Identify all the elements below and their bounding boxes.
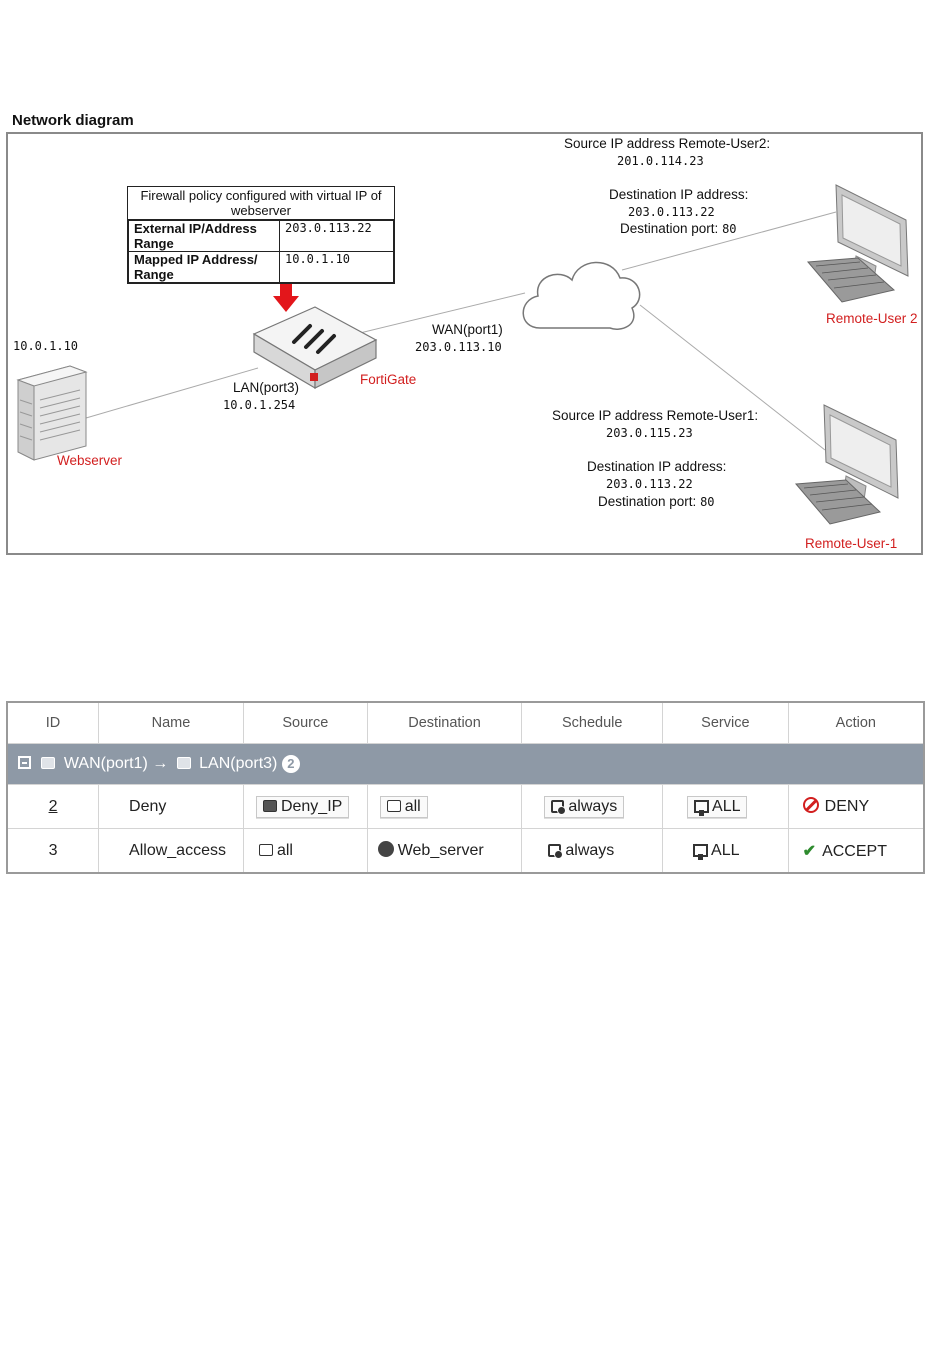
remote-user2-name: Remote-User 2 [826,311,918,326]
lan-ip: 10.0.1.254 [223,398,296,412]
column-header-id[interactable]: ID [7,702,100,744]
schedule-object-label[interactable]: always [565,841,615,859]
network-diagram-lines [16,184,909,525]
schedule-clock-icon [548,843,564,859]
vip-external-label: External IP/Address Range [128,220,280,252]
address-group-icon [262,799,277,812]
table-row[interactable]: 2 Deny Deny_IP all always ALL [7,784,924,829]
service-icon [694,799,710,816]
address-icon [386,799,401,812]
group-count-badge: 2 [281,755,300,773]
column-header-name[interactable]: Name [98,702,244,744]
wan-port-label: WAN(port1) [432,322,503,337]
vip-box-title: Firewall policy configured with virtual … [128,187,394,220]
column-header-action[interactable]: Action [788,702,924,744]
link-webserver-fortigate [85,367,259,419]
schedule-object-chip[interactable]: always [544,795,625,818]
remote-user1-port-label: Destination port: [598,494,697,509]
group-to-interface: LAN(port3) [199,755,278,772]
link-fortigate-cloud [359,292,526,334]
source-object-label[interactable]: all [276,841,293,859]
remote-user2-port: 80 [722,222,737,236]
column-header-schedule[interactable]: Schedule [521,702,664,744]
collapse-icon[interactable] [18,756,31,769]
service-object-label: ALL [712,797,741,815]
remote-user2-destination-ip: 203.0.113.22 [628,205,715,219]
destination-object-chip[interactable]: all [379,795,428,818]
action-label: DENY [824,798,870,815]
remote-user1-source-ip: 203.0.115.23 [606,426,693,440]
schedule-object-label: always [568,797,618,815]
address-icon [258,843,273,856]
vip-external-value: 203.0.113.22 [279,220,394,252]
accept-check-icon: ✔ [802,842,817,860]
diagram-heading: Network diagram [12,112,134,129]
policy-name: Deny [98,784,244,829]
remote-user2-source-ip: 201.0.114.23 [617,154,704,168]
remote-user1-port: 80 [700,495,715,509]
source-object-chip[interactable]: Deny_IP [255,795,350,818]
wan-ip: 203.0.113.10 [415,340,502,354]
table-header-row: ID Name Source Destination Schedule Serv… [7,702,924,744]
source-object-label: Deny_IP [280,797,343,815]
service-object-chip[interactable]: ALL [687,795,748,818]
network-diagram-frame [6,132,923,555]
destination-object-label: all [404,797,421,815]
webserver-ip: 10.0.1.10 [13,339,79,353]
column-header-source[interactable]: Source [243,702,368,744]
vip-mapped-value: 10.0.1.10 [279,251,394,283]
schedule-clock-icon [551,799,567,815]
table-row[interactable]: 3 Allow_access all Web_server always ALL… [7,828,924,873]
virtual-ip-icon [377,841,394,857]
remote-user2-destination-label: Destination IP address: [609,187,749,202]
virtual-ip-policy-box: Firewall policy configured with virtual … [127,186,395,284]
policy-name: Allow_access [98,828,244,873]
deny-icon [802,797,819,813]
internet-cloud-icon [522,261,641,330]
policy-group-row[interactable]: WAN(port1) → LAN(port3) 2 [7,743,924,785]
service-object-label[interactable]: ALL [711,841,740,859]
remote-user1-name: Remote-User-1 [805,536,898,551]
group-arrow: → [152,755,169,772]
fortigate-appliance-icon [252,306,378,390]
red-arrow-icon [273,284,299,312]
remote-user1-port-line: Destination port: 80 [598,494,715,509]
remote-user1-destination-label: Destination IP address: [587,459,727,474]
remote-user1-computer-icon [794,404,899,525]
remote-user1-source-label: Source IP address Remote-User1: [552,408,759,423]
column-header-service[interactable]: Service [662,702,789,744]
policy-id-link[interactable]: 2 [48,797,58,815]
action-label: ACCEPT [822,842,887,860]
policy-id: 3 [7,828,100,873]
fortigate-name: FortiGate [360,372,417,387]
remote-user1-destination-ip: 203.0.113.22 [606,477,693,491]
webserver-name: Webserver [57,453,123,468]
link-cloud-user2 [621,211,837,271]
vip-mapped-label: Mapped IP Address/ Range [128,251,280,283]
link-cloud-user1 [639,304,826,451]
remote-user2-port-label: Destination port: [620,221,719,236]
destination-object-label[interactable]: Web_server [397,842,484,859]
group-from-interface: WAN(port1) [63,755,148,772]
remote-user2-computer-icon [806,184,909,303]
firewall-policy-table: ID Name Source Destination Schedule Serv… [6,701,925,874]
service-icon [693,843,709,860]
lan-port-label: LAN(port3) [233,380,300,395]
column-header-destination[interactable]: Destination [367,702,523,744]
webserver-icon [16,365,88,461]
remote-user2-source-label: Source IP address Remote-User2: [564,136,771,151]
remote-user2-port-line: Destination port: 80 [620,221,737,236]
interface-port-icon [176,757,191,769]
interface-port-icon [41,757,56,769]
